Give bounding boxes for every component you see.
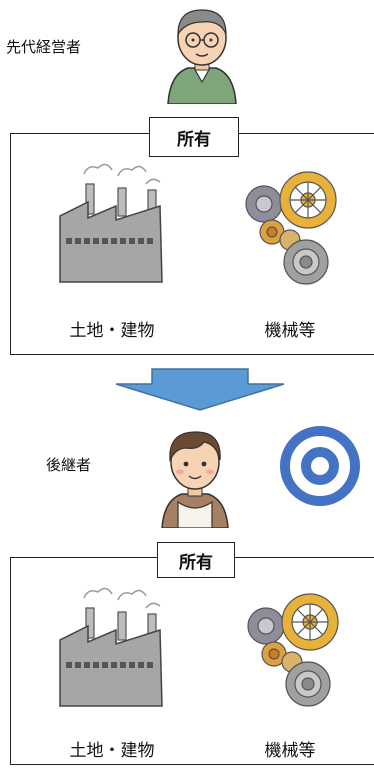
factory-icon bbox=[56, 586, 166, 708]
asset-label-machinery: 機械等 bbox=[264, 321, 316, 341]
factory-icon bbox=[56, 162, 166, 284]
successor-label: 後継者 bbox=[46, 456, 92, 474]
down-arrow-icon bbox=[112, 368, 288, 412]
elder-man-with-glasses-icon bbox=[164, 2, 240, 104]
asset-label-land-building: 土地・建物 bbox=[69, 321, 155, 341]
asset-label-machinery: 機械等 bbox=[264, 741, 316, 761]
asset-label-land-building: 土地・建物 bbox=[69, 741, 155, 761]
gears-icon bbox=[240, 170, 338, 288]
double-circle-icon bbox=[278, 424, 362, 508]
young-man-icon bbox=[156, 424, 234, 528]
gears-icon bbox=[242, 592, 340, 710]
ownership-tag-before: 所有 bbox=[149, 117, 239, 157]
predecessor-label: 先代経営者 bbox=[6, 38, 82, 56]
ownership-tag-after: 所有 bbox=[157, 542, 235, 578]
